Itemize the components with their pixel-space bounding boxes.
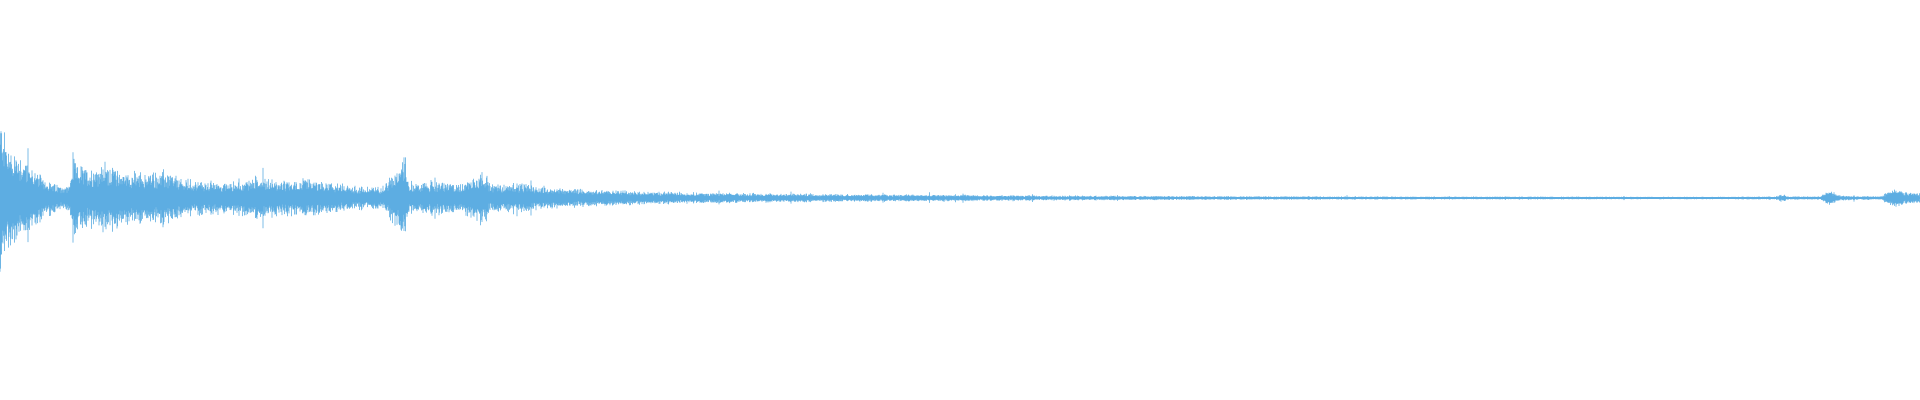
waveform-path: [0, 131, 1920, 272]
